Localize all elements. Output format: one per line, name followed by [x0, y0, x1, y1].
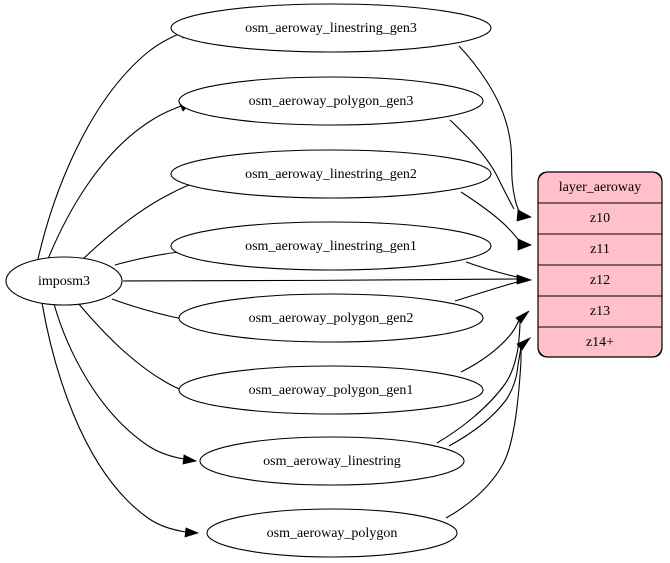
node-osm-aeroway-linestring[interactable]: osm_aeroway_linestring [199, 436, 465, 486]
arrowhead-z11 [517, 238, 533, 251]
layer-aeroway-table[interactable]: layer_aeroway z10 z11 z12 z13 z14+ [537, 171, 663, 358]
osm-aeroway-linestring-gen2-ellipse[interactable] [170, 149, 492, 199]
osm-aeroway-linestring-gen1-ellipse[interactable] [170, 221, 492, 271]
edge-polygon-gen1-to-z13 [460, 319, 520, 373]
table-row-z11-label: z11 [590, 242, 610, 257]
table-row-z13-cell[interactable] [537, 295, 663, 328]
edge-linestring-to-z14 [448, 346, 522, 447]
node-osm-aeroway-polygon-gen2[interactable]: osm_aeroway_polygon_gen2 [178, 293, 484, 343]
node-osm-aeroway-linestring-gen3[interactable]: osm_aeroway_linestring_gen3 [170, 3, 492, 53]
arrowhead-z10 [516, 209, 533, 222]
table-row-z10-label: z10 [590, 211, 610, 226]
table-header-label: layer_aeroway [559, 180, 641, 195]
osm-aeroway-linestring-gen3-label: osm_aeroway_linestring_gen3 [245, 21, 417, 36]
edge-imposm3-to-polygon-gen3 [47, 105, 182, 260]
edge-polygon-to-z14 [445, 347, 522, 519]
edge-linestring-to-z13 [436, 320, 521, 444]
edge-linestring-gen1-to-z12 [465, 261, 518, 278]
osm-aeroway-polygon-gen3-ellipse[interactable] [178, 76, 484, 126]
node-osm-aeroway-polygon-gen1[interactable]: osm_aeroway_polygon_gen1 [178, 365, 484, 415]
osm-aeroway-polygon-gen1-ellipse[interactable] [178, 365, 484, 415]
osm-aeroway-linestring-gen1-label: osm_aeroway_linestring_gen1 [245, 239, 417, 254]
arrowhead-z12 [516, 274, 533, 285]
edge-polygon-gen2-to-z12 [454, 281, 518, 302]
osm-aeroway-linestring-gen2-label: osm_aeroway_linestring_gen2 [245, 167, 417, 182]
imposm3-ellipse[interactable] [5, 256, 123, 306]
node-layer: imposm3 osm_aeroway_linestring_gen3 osm_… [5, 3, 492, 558]
osm-aeroway-polygon-gen2-label: osm_aeroway_polygon_gen2 [249, 311, 414, 326]
edge-linestring-gen2-to-z11 [460, 191, 521, 243]
node-osm-aeroway-polygon[interactable]: osm_aeroway_polygon [206, 508, 458, 558]
table-row-z12-label: z12 [590, 273, 610, 288]
arrowhead-z13 [515, 310, 530, 324]
node-osm-aeroway-linestring-gen2[interactable]: osm_aeroway_linestring_gen2 [170, 149, 492, 199]
osm-aeroway-polygon-gen3-label: osm_aeroway_polygon_gen3 [249, 94, 414, 109]
arrowhead-linestring [182, 454, 198, 465]
osm-aeroway-linestring-ellipse[interactable] [199, 436, 465, 486]
edge-imposm3-to-linestring-gen2 [81, 181, 199, 261]
table-row-z14-label: z14+ [586, 335, 614, 350]
osm-aeroway-polygon-label: osm_aeroway_polygon [267, 526, 398, 541]
osm-aeroway-polygon-gen2-ellipse[interactable] [178, 293, 484, 343]
edge-imposm3-to-polygon [41, 302, 187, 533]
edge-polygon-gen3-to-z10 [449, 119, 515, 210]
edge-imposm3-to-z12-direct [122, 278, 518, 282]
osm-aeroway-linestring-label: osm_aeroway_linestring [263, 454, 401, 469]
node-osm-aeroway-linestring-gen1[interactable]: osm_aeroway_linestring_gen1 [170, 221, 492, 271]
edge-imposm3-to-linestring-gen3 [37, 32, 182, 260]
table-row-z13-label: z13 [590, 304, 610, 319]
osm-aeroway-linestring-gen3-ellipse[interactable] [170, 3, 492, 53]
imposm3-label: imposm3 [38, 274, 90, 289]
node-imposm3[interactable]: imposm3 [5, 256, 123, 306]
node-osm-aeroway-polygon-gen3[interactable]: osm_aeroway_polygon_gen3 [178, 76, 484, 126]
edge-linestring-gen3-to-z10 [458, 45, 521, 214]
table-outline [537, 171, 663, 358]
osm-aeroway-polygon-ellipse[interactable] [206, 508, 458, 558]
arrowhead-z14 [516, 337, 532, 351]
osm-aeroway-polygon-gen1-label: osm_aeroway_polygon_gen1 [249, 383, 414, 398]
edge-imposm3-to-linestring [53, 303, 185, 460]
arrowhead-polygon [184, 527, 200, 538]
